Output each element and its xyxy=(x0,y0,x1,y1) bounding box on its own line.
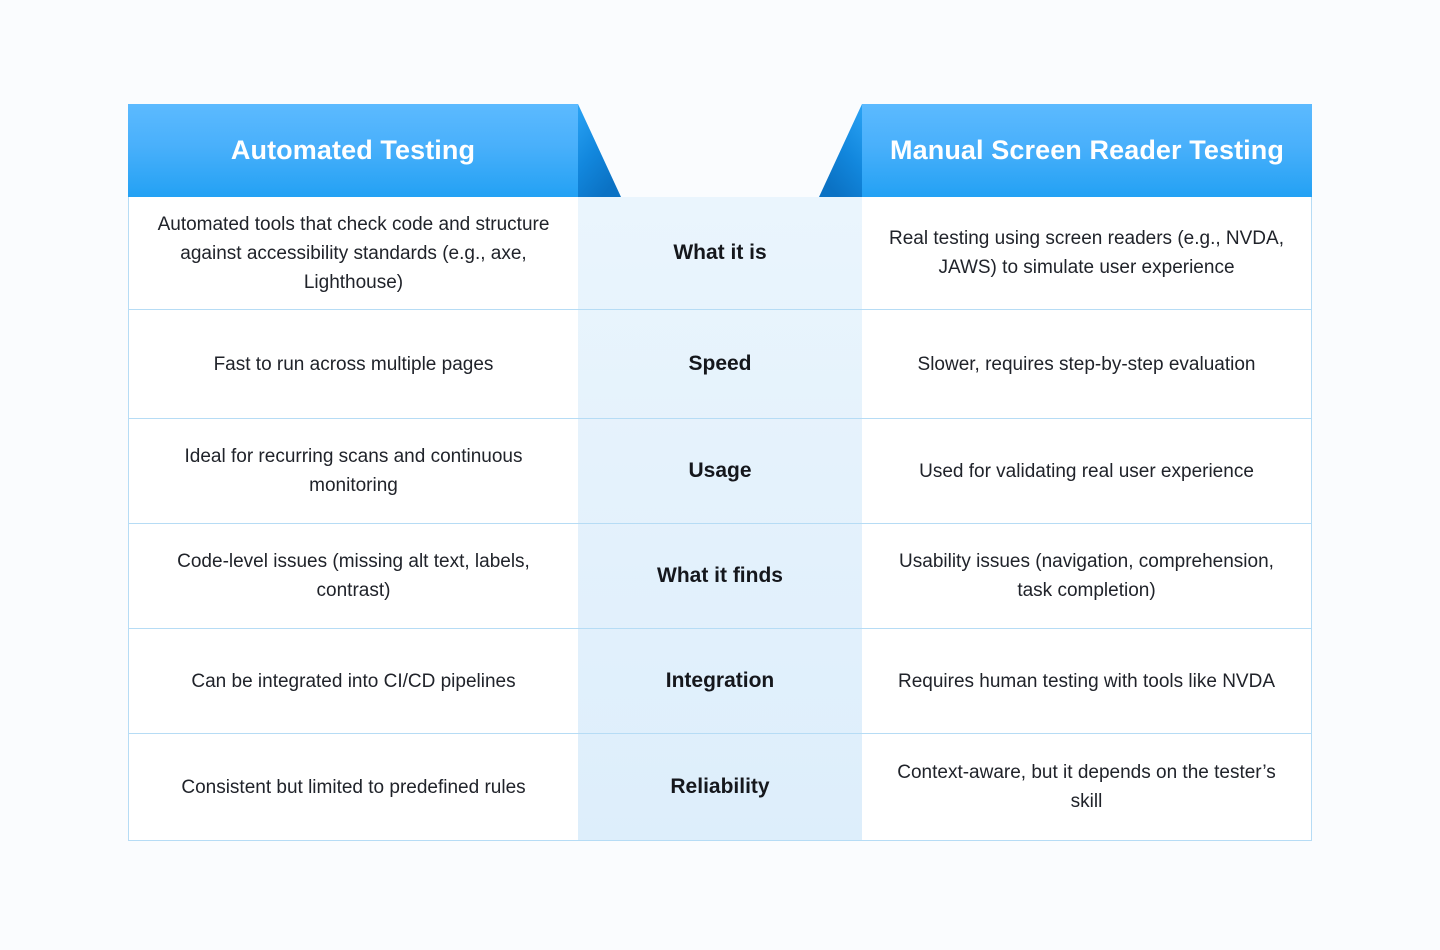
row-label-speed: Speed xyxy=(578,310,862,418)
cell-text: Can be integrated into CI/CD pipelines xyxy=(191,670,516,692)
row-label-integration: Integration xyxy=(578,629,862,733)
cell-manual-reliability: Context-aware, but it depends on the tes… xyxy=(862,734,1311,840)
cell-automated-reliability: Consistent but limited to predefined rul… xyxy=(129,734,578,840)
table-row: Consistent but limited to predefined rul… xyxy=(129,734,1311,840)
cell-automated-speed: Fast to run across multiple pages xyxy=(129,310,578,418)
cell-text: Ideal for recurring scans and continuous… xyxy=(184,446,523,496)
cell-text: Context-aware, but it depends on the tes… xyxy=(897,762,1276,812)
cell-text: Fast to run across multiple pages xyxy=(213,353,494,375)
row-label-text: Usage xyxy=(688,459,752,482)
table-row: Automated tools that check code and stru… xyxy=(129,197,1311,310)
cell-manual-speed: Slower, requires step-by-step evaluation xyxy=(862,310,1311,418)
table-body: Automated tools that check code and stru… xyxy=(128,197,1312,841)
row-label-what-it-is: What it is xyxy=(578,197,862,309)
row-label-reliability: Reliability xyxy=(578,734,862,840)
cell-manual-usage: Used for validating real user experience xyxy=(862,419,1311,523)
row-label-text: Reliability xyxy=(670,775,770,798)
header-right-title: Manual Screen Reader Testing xyxy=(890,135,1284,165)
header-right-tail-triangle-icon xyxy=(819,104,862,197)
row-label-what-it-finds: What it finds xyxy=(578,524,862,628)
table-row: Can be integrated into CI/CD pipelines I… xyxy=(129,629,1311,734)
cell-automated-what-it-is: Automated tools that check code and stru… xyxy=(129,197,578,309)
row-label-text: What it is xyxy=(673,241,767,264)
cell-text: Real testing using screen readers (e.g.,… xyxy=(889,228,1284,278)
table-row: Ideal for recurring scans and continuous… xyxy=(129,419,1311,524)
cell-text: Code-level issues (missing alt text, lab… xyxy=(177,551,530,601)
cell-manual-what-it-finds: Usability issues (navigation, comprehens… xyxy=(862,524,1311,628)
cell-text: Used for validating real user experience xyxy=(919,460,1254,482)
comparison-table: Automated Testing xyxy=(128,104,1312,841)
cell-text: Usability issues (navigation, comprehens… xyxy=(899,551,1274,601)
table-row: Fast to run across multiple pages Speed … xyxy=(129,310,1311,419)
cell-text: Slower, requires step-by-step evaluation xyxy=(917,353,1256,375)
row-label-text: What it finds xyxy=(657,564,783,587)
row-label-text: Speed xyxy=(688,352,752,375)
cell-text: Consistent but limited to predefined rul… xyxy=(181,776,526,798)
cell-text: Requires human testing with tools like N… xyxy=(897,670,1275,692)
table-header-band: Automated Testing xyxy=(128,104,1312,197)
header-automated-testing: Automated Testing xyxy=(128,104,578,197)
header-left-tail-triangle-icon xyxy=(578,104,621,197)
table-row: Code-level issues (missing alt text, lab… xyxy=(129,524,1311,629)
header-manual-screen-reader-testing: Manual Screen Reader Testing xyxy=(862,104,1312,197)
row-label-text: Integration xyxy=(665,669,775,692)
cell-text: Automated tools that check code and stru… xyxy=(157,213,550,293)
row-label-usage: Usage xyxy=(578,419,862,523)
cell-automated-usage: Ideal for recurring scans and continuous… xyxy=(129,419,578,523)
cell-automated-what-it-finds: Code-level issues (missing alt text, lab… xyxy=(129,524,578,628)
cell-manual-what-it-is: Real testing using screen readers (e.g.,… xyxy=(862,197,1311,309)
cell-manual-integration: Requires human testing with tools like N… xyxy=(862,629,1311,733)
header-left-title: Automated Testing xyxy=(230,135,476,165)
cell-automated-integration: Can be integrated into CI/CD pipelines xyxy=(129,629,578,733)
